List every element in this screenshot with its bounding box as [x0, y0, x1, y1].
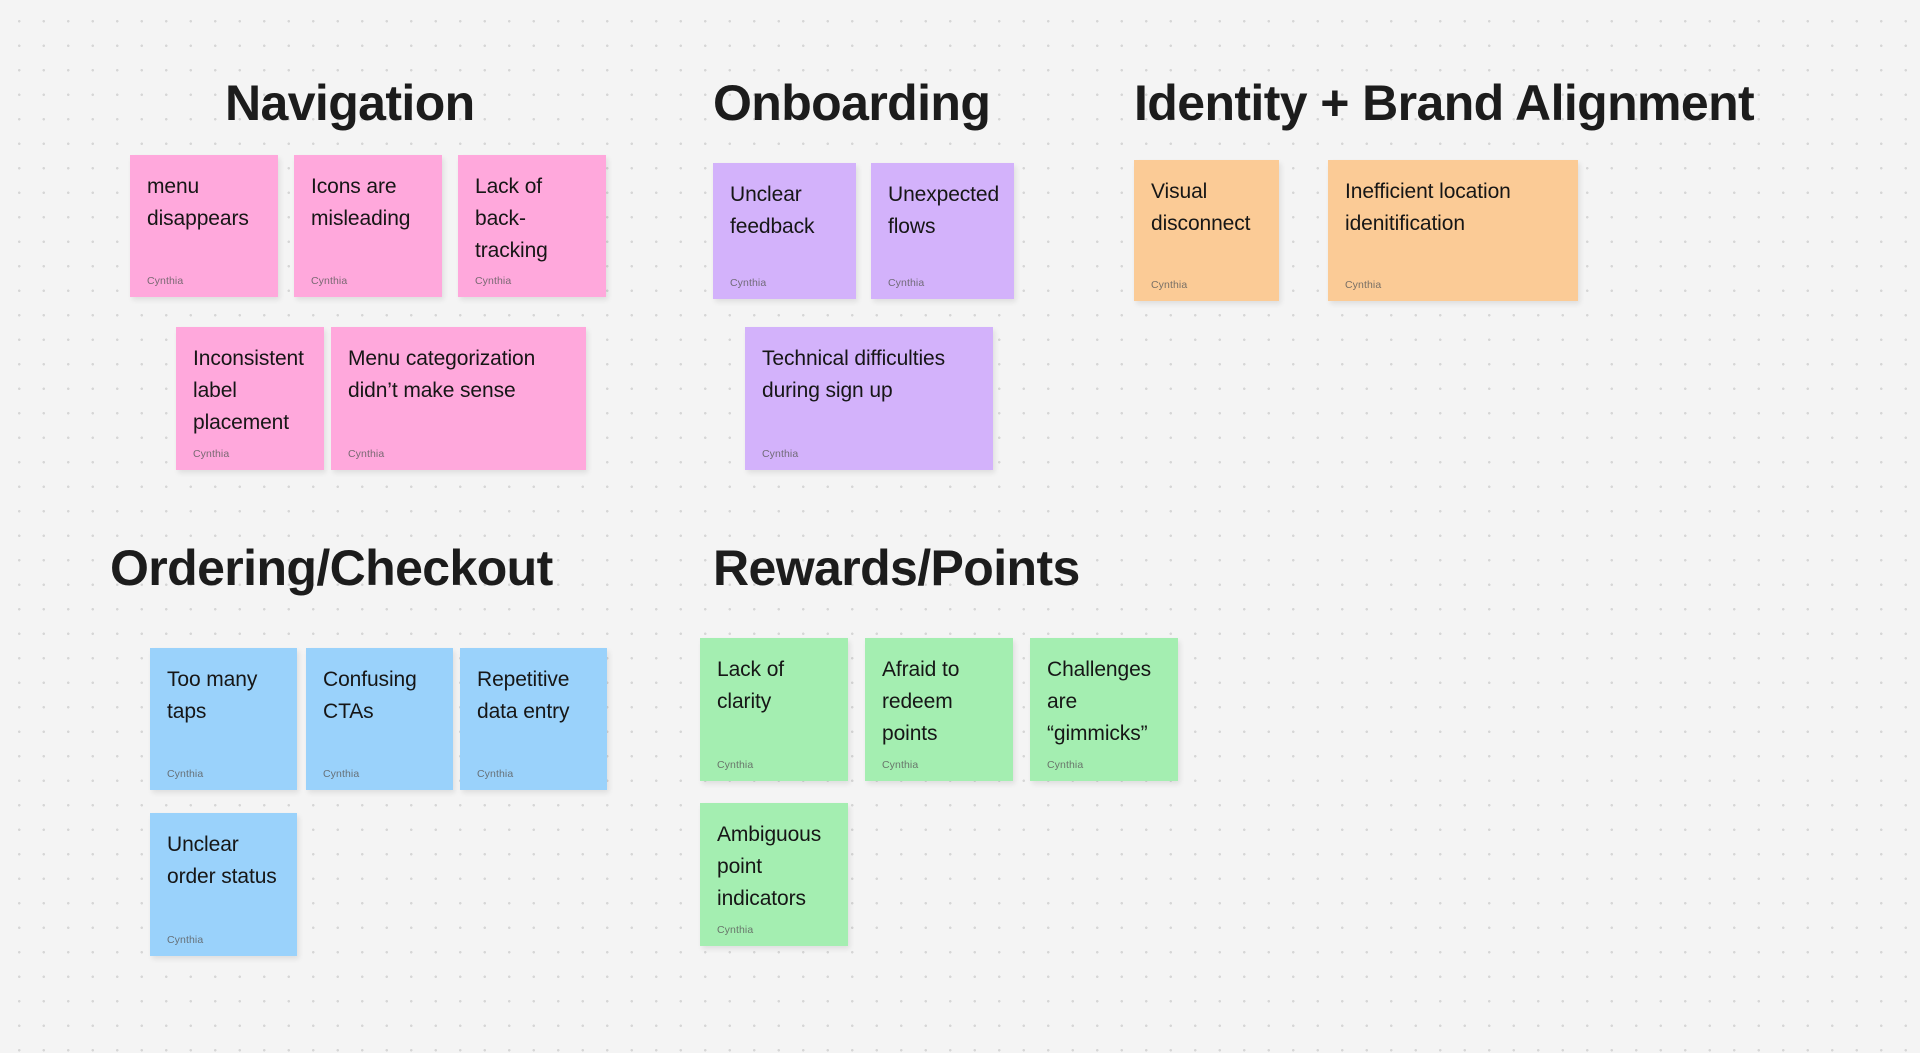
sticky-note[interactable]: Afraid to redeem points Cynthia [865, 638, 1013, 781]
note-text: Inconsistent label placement [193, 347, 304, 434]
sticky-note[interactable]: Unexpected flows Cynthia [871, 163, 1014, 299]
sticky-note[interactable]: Challenges are “gimmicks” Cynthia [1030, 638, 1178, 781]
note-text: Ambiguous point indicators [717, 823, 822, 910]
sticky-note[interactable]: Icons are misleading Cynthia [294, 155, 442, 297]
note-text: Repetitive data entry [477, 668, 570, 723]
note-text: Confusing CTAs [323, 668, 417, 723]
note-author: Cynthia [882, 759, 919, 771]
note-text: Lack of back-tracking [475, 175, 548, 262]
sticky-note[interactable]: Menu categorization didn’t make sense Cy… [331, 327, 586, 470]
note-author: Cynthia [1345, 279, 1382, 291]
sticky-note[interactable]: Lack of back-tracking Cynthia [458, 155, 606, 297]
note-text: Menu categorization didn’t make sense [348, 347, 536, 402]
note-text: Too many taps [167, 668, 258, 723]
note-text: Afraid to redeem points [882, 658, 960, 745]
note-author: Cynthia [717, 759, 754, 771]
section-title-navigation: Navigation [225, 75, 475, 131]
note-author: Cynthia [1047, 759, 1084, 771]
note-author: Cynthia [147, 275, 184, 287]
sticky-note[interactable]: Confusing CTAs Cynthia [306, 648, 453, 790]
sticky-note[interactable]: Unclear order status Cynthia [150, 813, 297, 956]
note-text: Unclear feedback [730, 183, 815, 238]
sticky-note[interactable]: Ambiguous point indicators Cynthia [700, 803, 848, 946]
note-author: Cynthia [477, 768, 514, 780]
note-author: Cynthia [730, 277, 767, 289]
sticky-note[interactable]: Repetitive data entry Cynthia [460, 648, 607, 790]
note-text: Unexpected flows [888, 183, 1000, 238]
note-author: Cynthia [475, 275, 512, 287]
note-author: Cynthia [311, 275, 348, 287]
note-text: Visual disconnect [1151, 180, 1251, 235]
note-text: Unclear order status [167, 833, 277, 888]
sticky-note[interactable]: Inconsistent label placement Cynthia [176, 327, 324, 470]
note-author: Cynthia [167, 768, 204, 780]
note-text: Inefficient location idenitification [1345, 180, 1511, 235]
note-text: Lack of clarity [717, 658, 785, 713]
sticky-note[interactable]: menu disappears Cynthia [130, 155, 278, 297]
section-title-onboarding: Onboarding [713, 75, 991, 131]
note-author: Cynthia [193, 448, 230, 460]
note-author: Cynthia [323, 768, 360, 780]
section-title-rewards-points: Rewards/Points [713, 540, 1080, 596]
section-title-identity-brand-alignment: Identity + Brand Alignment [1134, 75, 1755, 131]
note-author: Cynthia [717, 924, 754, 936]
section-title-ordering-checkout: Ordering/Checkout [110, 540, 553, 596]
note-text: Icons are misleading [311, 175, 411, 230]
note-text: Technical difficulties during sign up [762, 347, 946, 402]
sticky-note[interactable]: Visual disconnect Cynthia [1134, 160, 1279, 301]
note-author: Cynthia [888, 277, 925, 289]
sticky-note[interactable]: Inefficient location idenitification Cyn… [1328, 160, 1578, 301]
sticky-note[interactable]: Technical difficulties during sign up Cy… [745, 327, 993, 470]
note-author: Cynthia [348, 448, 385, 460]
sticky-note[interactable]: Too many taps Cynthia [150, 648, 297, 790]
note-text: menu disappears [147, 175, 249, 230]
sticky-note[interactable]: Lack of clarity Cynthia [700, 638, 848, 781]
note-author: Cynthia [762, 448, 799, 460]
sticky-note[interactable]: Unclear feedback Cynthia [713, 163, 856, 299]
note-author: Cynthia [1151, 279, 1188, 291]
note-text: Challenges are “gimmicks” [1047, 658, 1152, 745]
note-author: Cynthia [167, 934, 204, 946]
